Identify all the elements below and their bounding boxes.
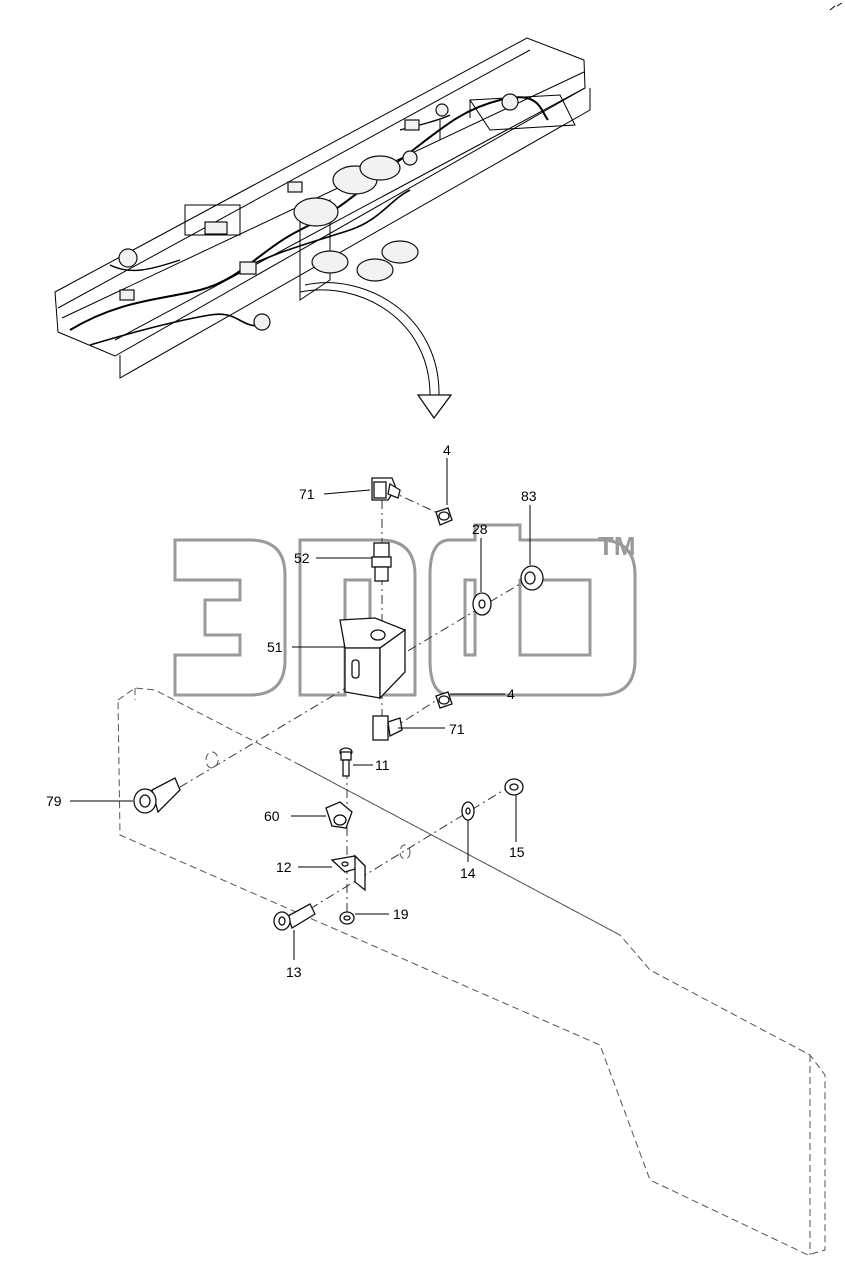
clamp-60 — [325, 801, 353, 829]
bolt-13 — [273, 903, 316, 931]
callout-71-upper: 71 — [299, 486, 315, 502]
callout-13: 13 — [286, 964, 302, 980]
bolt-79 — [133, 777, 181, 814]
callout-15: 15 — [509, 844, 525, 860]
nut-15 — [504, 778, 524, 796]
chassis-frame-overview — [54, 37, 591, 379]
elbow-fitting-upper — [371, 477, 401, 501]
leader-lines — [70, 458, 531, 960]
nut-83 — [520, 565, 544, 591]
callout-11: 11 — [375, 757, 390, 773]
callout-19: 19 — [393, 906, 409, 922]
callout-60: 60 — [264, 808, 280, 824]
callout-51: 51 — [267, 639, 283, 655]
connector-lower — [435, 691, 453, 709]
watermark-logo: TM — [173, 523, 637, 697]
frame-rail-outline — [117, 687, 826, 1256]
callout-79: 79 — [46, 793, 62, 809]
mounting-bracket — [339, 617, 407, 700]
connector-upper — [435, 507, 453, 526]
callout-12: 12 — [276, 859, 292, 875]
straight-fitting — [371, 542, 392, 582]
screw-11 — [339, 747, 353, 777]
watermark-trademark: TM — [598, 531, 636, 561]
corner-mark — [829, 2, 843, 11]
detail-arrow — [299, 282, 453, 420]
callout-4-lower: 4 — [507, 686, 515, 702]
nut-19 — [339, 911, 355, 925]
elbow-fitting-lower — [372, 715, 403, 741]
assembly-axes — [149, 489, 531, 918]
callout-52: 52 — [294, 550, 310, 566]
small-bracket — [330, 854, 367, 892]
callout-71-lower: 71 — [449, 721, 465, 737]
callout-28: 28 — [472, 521, 488, 537]
washer-14 — [461, 801, 475, 821]
callout-83: 83 — [521, 488, 537, 504]
callout-4-upper: 4 — [443, 442, 451, 458]
callout-labels: 4 71 83 28 52 51 4 71 79 11 60 14 15 12 … — [46, 442, 537, 980]
washer-28 — [472, 592, 492, 616]
callout-14: 14 — [460, 865, 476, 881]
